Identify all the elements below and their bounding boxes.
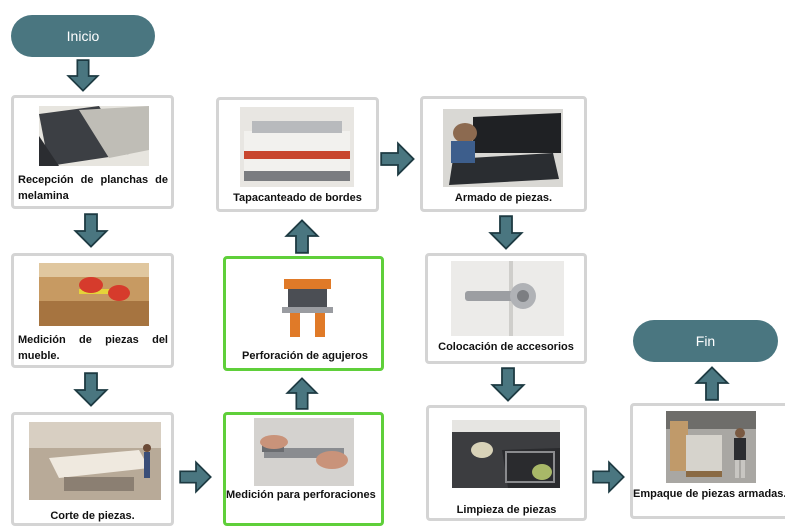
step-measure-drill: Medición para perforaciones	[223, 412, 384, 526]
step-reception: Recepción de planchas de melamina	[11, 95, 174, 209]
block-arrow-icon	[285, 375, 319, 411]
step-assembly: Armado de piezas.	[420, 96, 587, 212]
start-label: Inicio	[66, 28, 100, 44]
step-accessories: Colocación de accesorios	[425, 253, 587, 364]
step-packing: Empaque de piezas armadas.	[630, 403, 785, 519]
block-arrow-icon	[378, 141, 418, 177]
step-assembly-label: Armado de piezas.	[454, 192, 553, 204]
measuring-drill-photo	[254, 418, 354, 486]
block-arrow-icon	[73, 212, 109, 250]
measuring-wood-photo	[39, 263, 149, 326]
step-cleaning-label: Limpieza de piezas	[456, 504, 557, 516]
cleaning-surface-photo	[452, 420, 560, 488]
step-cutting: Corte de piezas.	[11, 412, 174, 526]
step-reception-label: Recepción de planchas de melamina	[18, 174, 168, 202]
step-edge-banding: Tapacanteado de bordes	[216, 97, 379, 212]
end-terminal: Fin	[633, 320, 778, 362]
step-edge-banding-label: Tapacanteado de bordes	[233, 192, 362, 204]
step-cleaning: Limpieza de piezas	[426, 405, 587, 521]
step-cutting-label: Corte de piezas.	[50, 510, 135, 522]
end-label: Fin	[695, 333, 716, 349]
step-measure-drill-label: Medición para perforaciones	[226, 489, 376, 501]
block-arrow-icon	[176, 460, 216, 494]
step-measure-pieces: Medición de piezas del mueble.	[11, 253, 174, 368]
step-accessories-label: Colocación de accesorios	[438, 341, 574, 353]
packaged-boxes-photo	[666, 411, 756, 483]
block-arrow-icon	[490, 366, 526, 404]
block-arrow-icon	[73, 371, 109, 409]
start-terminal: Inicio	[11, 15, 155, 57]
workshop-cutting-photo	[29, 422, 161, 500]
melamine-sheets-photo	[39, 106, 149, 166]
drilling-machine-photo	[280, 273, 335, 339]
step-measure-pieces-label: Medición de piezas del mueble.	[18, 334, 168, 362]
assembling-pieces-photo	[443, 109, 563, 187]
step-packing-label: Empaque de piezas armadas.	[633, 488, 785, 500]
step-drilling-label: Perforación de agujeros	[242, 350, 368, 362]
block-arrow-icon	[488, 214, 524, 252]
block-arrow-icon	[589, 460, 629, 494]
block-arrow-icon	[284, 218, 320, 254]
cabinet-hinge-photo	[451, 261, 564, 336]
edge-banding-machine-photo	[240, 107, 354, 187]
step-drilling: Perforación de agujeros	[223, 256, 384, 371]
block-arrow-icon	[694, 364, 730, 402]
block-arrow-icon	[66, 58, 100, 94]
